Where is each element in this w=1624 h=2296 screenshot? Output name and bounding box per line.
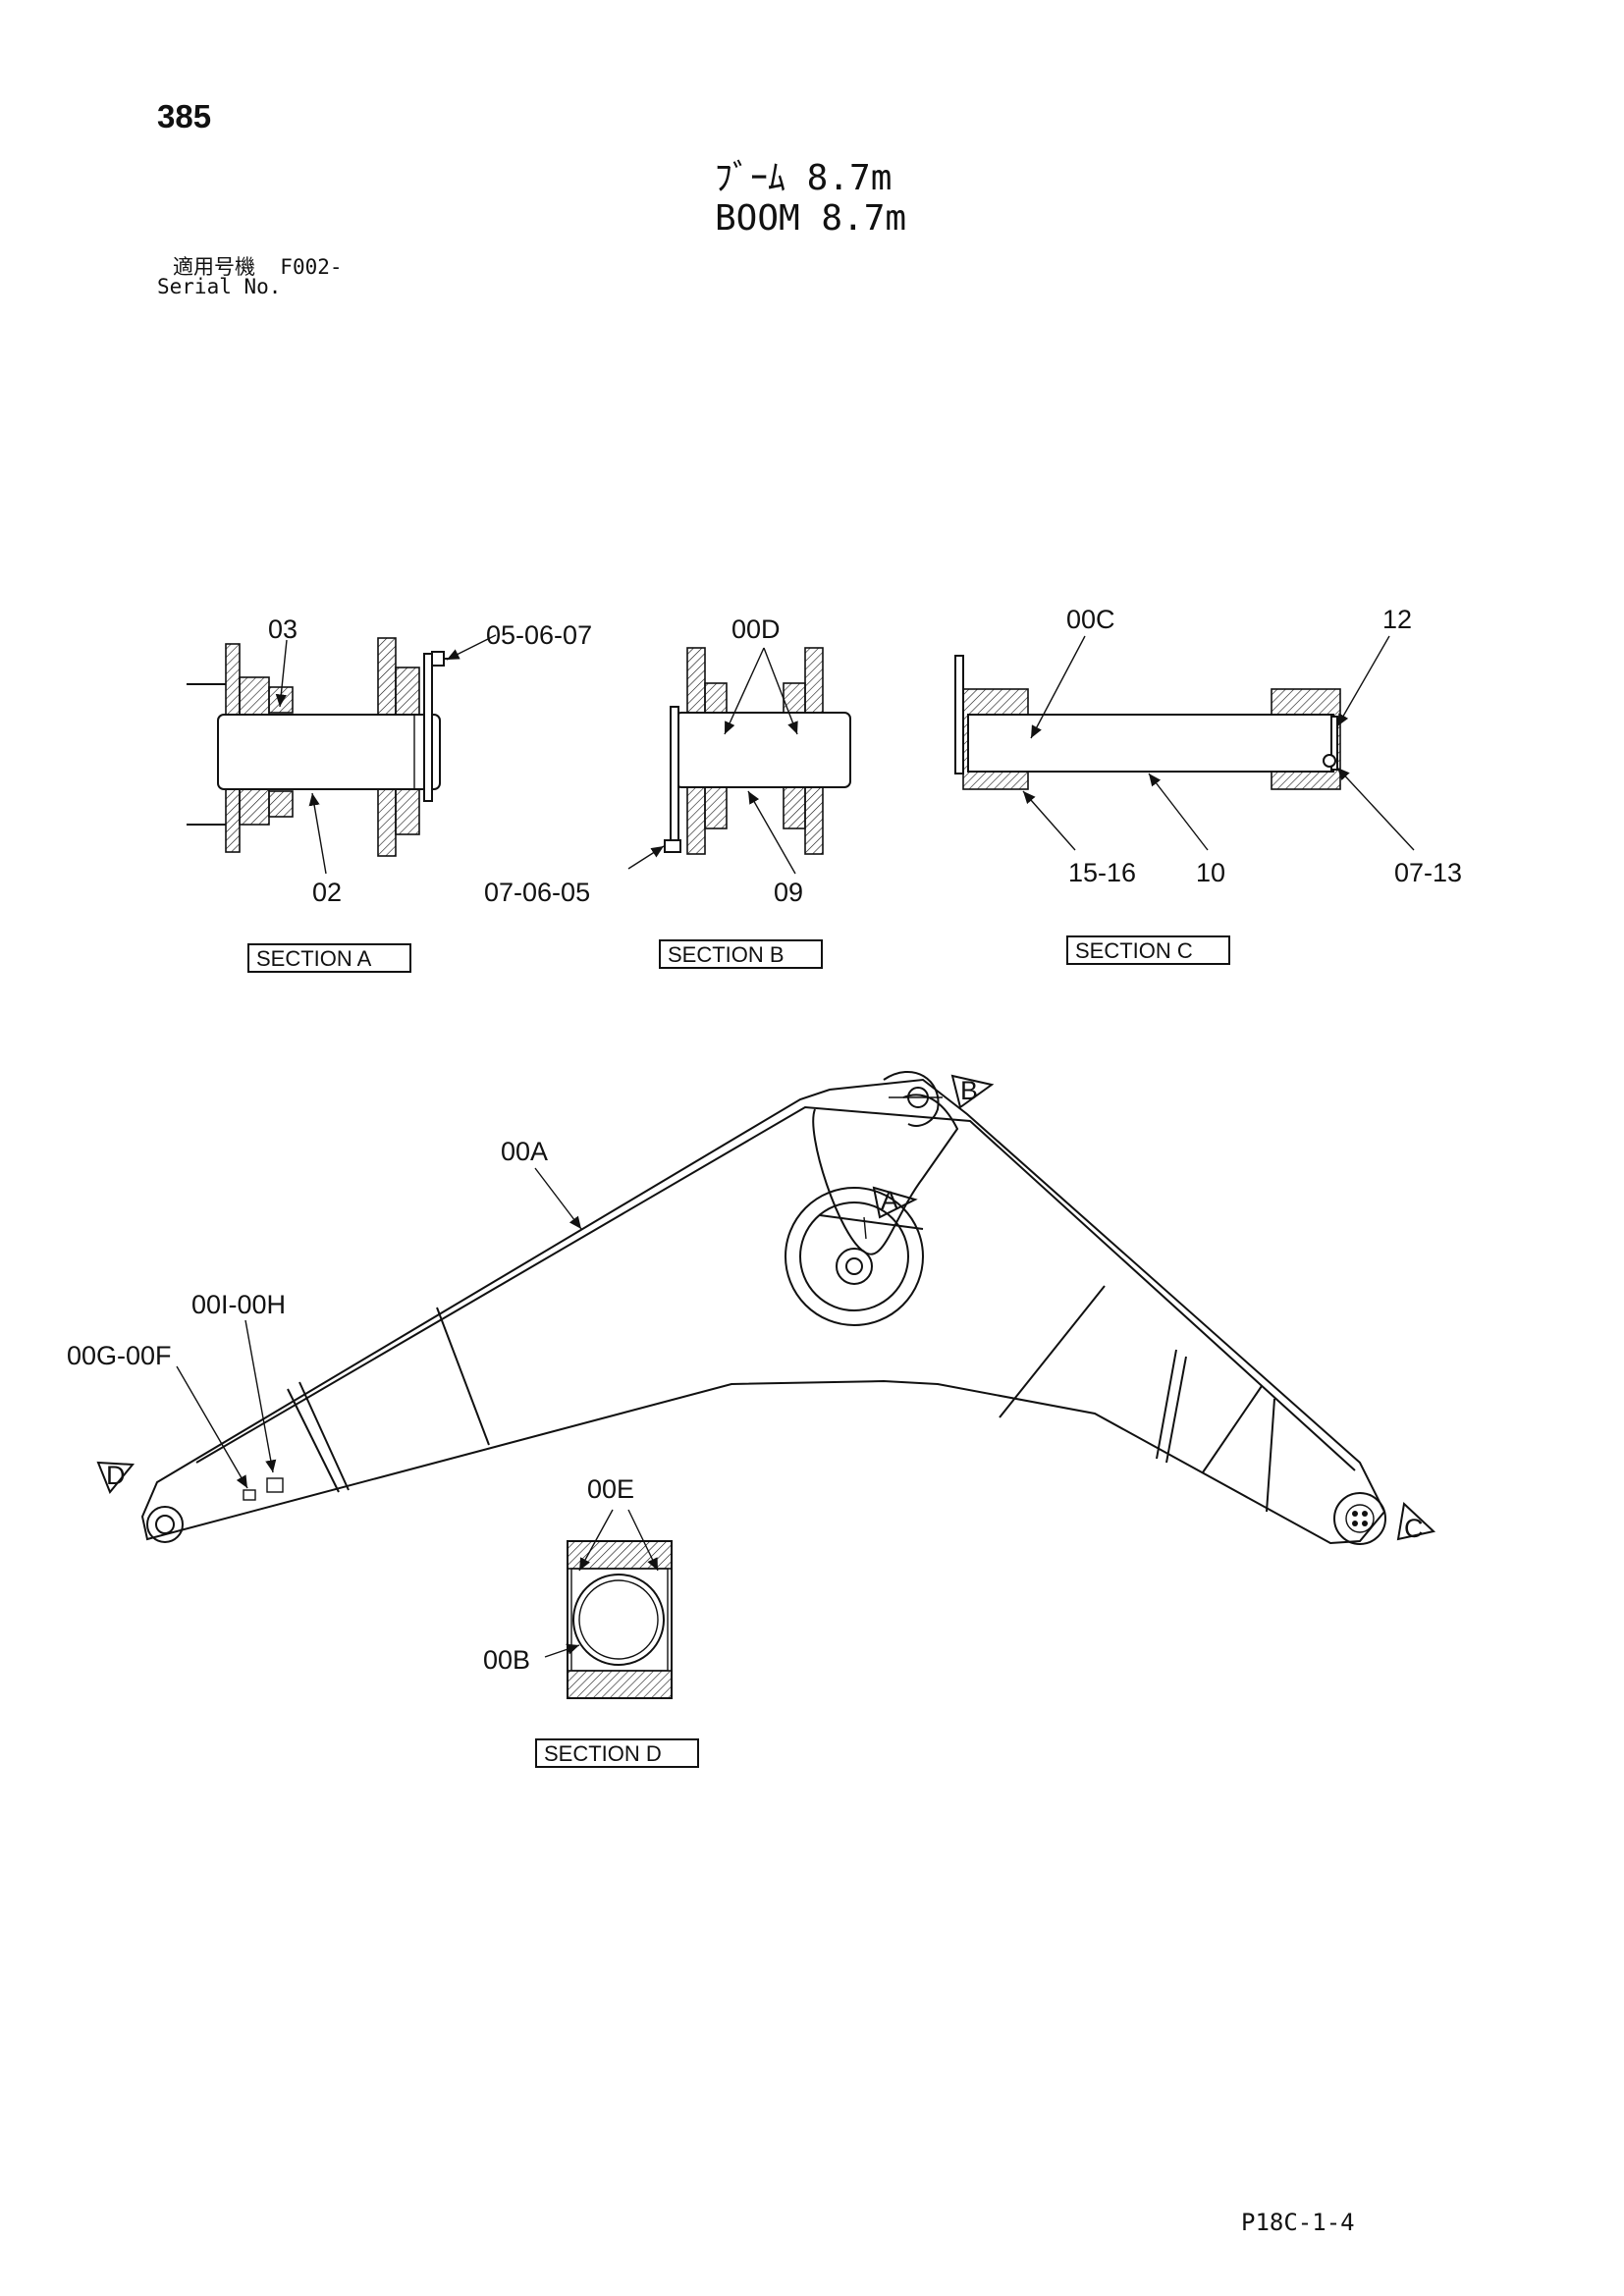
callout-00a: 00A bbox=[501, 1137, 548, 1166]
view-marker-c: C bbox=[1396, 1501, 1436, 1543]
callout-05-06-07: 05-06-07 bbox=[486, 620, 592, 650]
boom-body bbox=[140, 1070, 1386, 1545]
callout-00d: 00D bbox=[731, 614, 781, 644]
leader-05-06-07 bbox=[446, 634, 497, 661]
leader-07-13 bbox=[1336, 767, 1415, 851]
leader-02 bbox=[308, 792, 327, 875]
callout-02: 02 bbox=[312, 878, 342, 907]
leader-00b bbox=[544, 1643, 580, 1658]
leader-00d-2 bbox=[763, 647, 798, 735]
section-a-label: SECTION A bbox=[256, 946, 372, 971]
serial-label-japanese: 適用号機 F002- bbox=[173, 251, 343, 281]
callout-00e: 00E bbox=[587, 1474, 634, 1504]
leader-00i-00h bbox=[244, 1319, 277, 1473]
svg-text:B: B bbox=[960, 1076, 978, 1105]
page-number: 385 bbox=[157, 98, 212, 134]
leader-00e-2 bbox=[627, 1509, 659, 1572]
serial-label-jp-text: 適用号機 bbox=[173, 255, 255, 279]
serial-value: F002- bbox=[280, 255, 343, 279]
leader-00a bbox=[534, 1167, 582, 1230]
callout-00i-00h: 00I-00H bbox=[191, 1290, 286, 1319]
leader-07-06-05 bbox=[627, 845, 665, 870]
section-c-drawing bbox=[954, 655, 1341, 790]
serial-label-english: Serial No. bbox=[157, 275, 282, 298]
leader-00e-1 bbox=[578, 1509, 614, 1572]
leader-12 bbox=[1336, 635, 1390, 727]
view-marker-b: B bbox=[889, 1074, 995, 1109]
callout-09: 09 bbox=[774, 878, 803, 907]
callout-10: 10 bbox=[1196, 858, 1225, 887]
leader-15-16 bbox=[1022, 790, 1076, 851]
svg-text:C: C bbox=[1404, 1514, 1424, 1543]
section-b-label: SECTION B bbox=[668, 942, 785, 967]
section-b-box bbox=[659, 939, 823, 969]
callout-12: 12 bbox=[1382, 605, 1412, 634]
section-c-box bbox=[1066, 935, 1230, 965]
section-d-box bbox=[535, 1738, 699, 1768]
callout-00b: 00B bbox=[483, 1645, 530, 1675]
section-d-label: SECTION D bbox=[544, 1741, 662, 1766]
leader-00c bbox=[1030, 635, 1086, 739]
leader-03 bbox=[275, 639, 288, 708]
callout-15-16: 15-16 bbox=[1068, 858, 1136, 887]
callout-03: 03 bbox=[268, 614, 298, 644]
title-japanese: ﾌﾞｰﾑ 8.7m bbox=[715, 158, 893, 198]
leader-09 bbox=[747, 790, 796, 875]
callout-07-13: 07-13 bbox=[1394, 858, 1462, 887]
section-a-drawing bbox=[187, 637, 450, 857]
section-b-drawing bbox=[664, 647, 851, 855]
callout-00g-00f: 00G-00F bbox=[67, 1341, 172, 1370]
section-c-label: SECTION C bbox=[1075, 938, 1193, 963]
svg-text:D: D bbox=[106, 1461, 126, 1490]
callout-07-06-05: 07-06-05 bbox=[484, 878, 590, 907]
section-a-box bbox=[247, 943, 411, 973]
callout-00c: 00C bbox=[1066, 605, 1115, 634]
leader-00d-1 bbox=[724, 647, 765, 735]
leader-10 bbox=[1148, 773, 1209, 851]
leader-00g-00f bbox=[176, 1365, 248, 1489]
title-english: BOOM 8.7m bbox=[715, 198, 907, 239]
view-marker-d: D bbox=[96, 1461, 135, 1494]
page-code: P18C-1-4 bbox=[1241, 2209, 1355, 2236]
svg-text:A: A bbox=[881, 1186, 898, 1215]
view-marker-a: A bbox=[863, 1186, 918, 1240]
